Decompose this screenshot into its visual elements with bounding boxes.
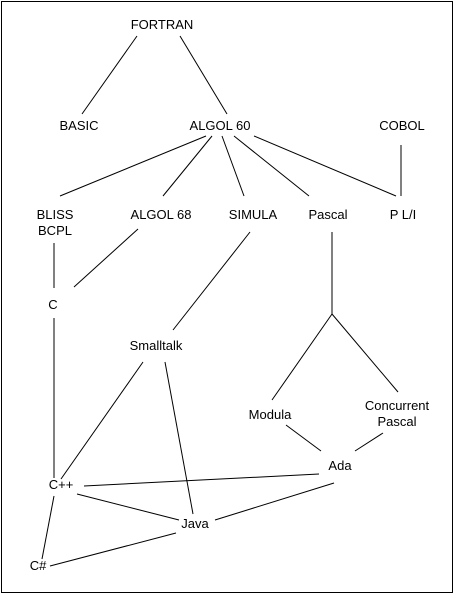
- edge-smalltalk-java: [164, 361, 194, 515]
- edge-smalltalk-cpp: [60, 361, 144, 480]
- node-modula: Modula: [249, 407, 292, 423]
- node-label: C++: [48, 477, 74, 492]
- node-algol-68: ALGOL 68: [131, 207, 192, 223]
- node-label: Pascal: [308, 207, 348, 222]
- edge-simula-smalltalk: [172, 231, 251, 331]
- node-c-plus-plus: C++: [49, 477, 74, 493]
- node-ada: Ada: [328, 458, 351, 474]
- edge-algol60-bliss: [59, 135, 207, 197]
- node-label: Java: [181, 516, 209, 531]
- edge-algol60-simula: [221, 135, 245, 197]
- edge-cpp-java: [76, 493, 180, 521]
- node-label: BASIC: [59, 118, 99, 133]
- node-label: FORTRAN: [130, 17, 194, 32]
- node-label: P L/I: [389, 207, 417, 222]
- edge-algol60-pascal: [233, 135, 310, 197]
- node-label: C#: [29, 558, 47, 573]
- edge-fortran-algol60: [179, 35, 228, 115]
- edge-fortran-basic: [81, 35, 138, 115]
- edge-algol68-c: [73, 228, 139, 288]
- edge-algol60-algol68: [162, 135, 213, 197]
- node-bliss-bcpl: BLISS BCPL: [37, 207, 74, 239]
- node-concurrent-pascal: Concurrent Pascal: [365, 398, 429, 430]
- node-label: C: [48, 297, 58, 312]
- node-pl-i: P L/I: [390, 207, 417, 223]
- node-c: C: [48, 297, 57, 313]
- node-algol-60: ALGOL 60: [190, 118, 251, 134]
- node-label: COBOL: [379, 118, 425, 133]
- node-label: Concurrent: [364, 398, 430, 413]
- edge-cpp-csharp: [41, 495, 55, 560]
- edge-modula-ada: [285, 424, 322, 452]
- node-label: ALGOL 60: [189, 118, 251, 133]
- node-label: Pascal: [377, 414, 417, 429]
- node-label: ALGOL 68: [130, 207, 192, 222]
- node-label: Modula: [248, 407, 292, 422]
- node-simula: SIMULA: [229, 207, 277, 223]
- node-label: SIMULA: [228, 207, 278, 222]
- edge-pascal-concurrent: [331, 313, 399, 393]
- node-java: Java: [181, 516, 208, 532]
- node-cobol: COBOL: [379, 118, 425, 134]
- node-label: BLISS: [36, 207, 74, 222]
- edge-pascal-modula: [271, 232, 333, 401]
- node-label: BCPL: [38, 223, 72, 238]
- edge-java-csharp: [49, 532, 177, 567]
- node-pascal: Pascal: [308, 207, 347, 223]
- node-basic: BASIC: [59, 118, 98, 134]
- node-fortran: FORTRAN: [131, 17, 194, 33]
- edge-ada-cpp: [83, 473, 320, 487]
- node-label: Ada: [328, 458, 352, 473]
- node-c-sharp: C#: [30, 558, 47, 574]
- edge-algol60-pli: [253, 135, 397, 197]
- node-label: Smalltalk: [129, 338, 183, 353]
- node-smalltalk: Smalltalk: [130, 338, 183, 354]
- edge-concurrent-ada: [354, 432, 384, 452]
- edge-ada-java: [214, 482, 335, 521]
